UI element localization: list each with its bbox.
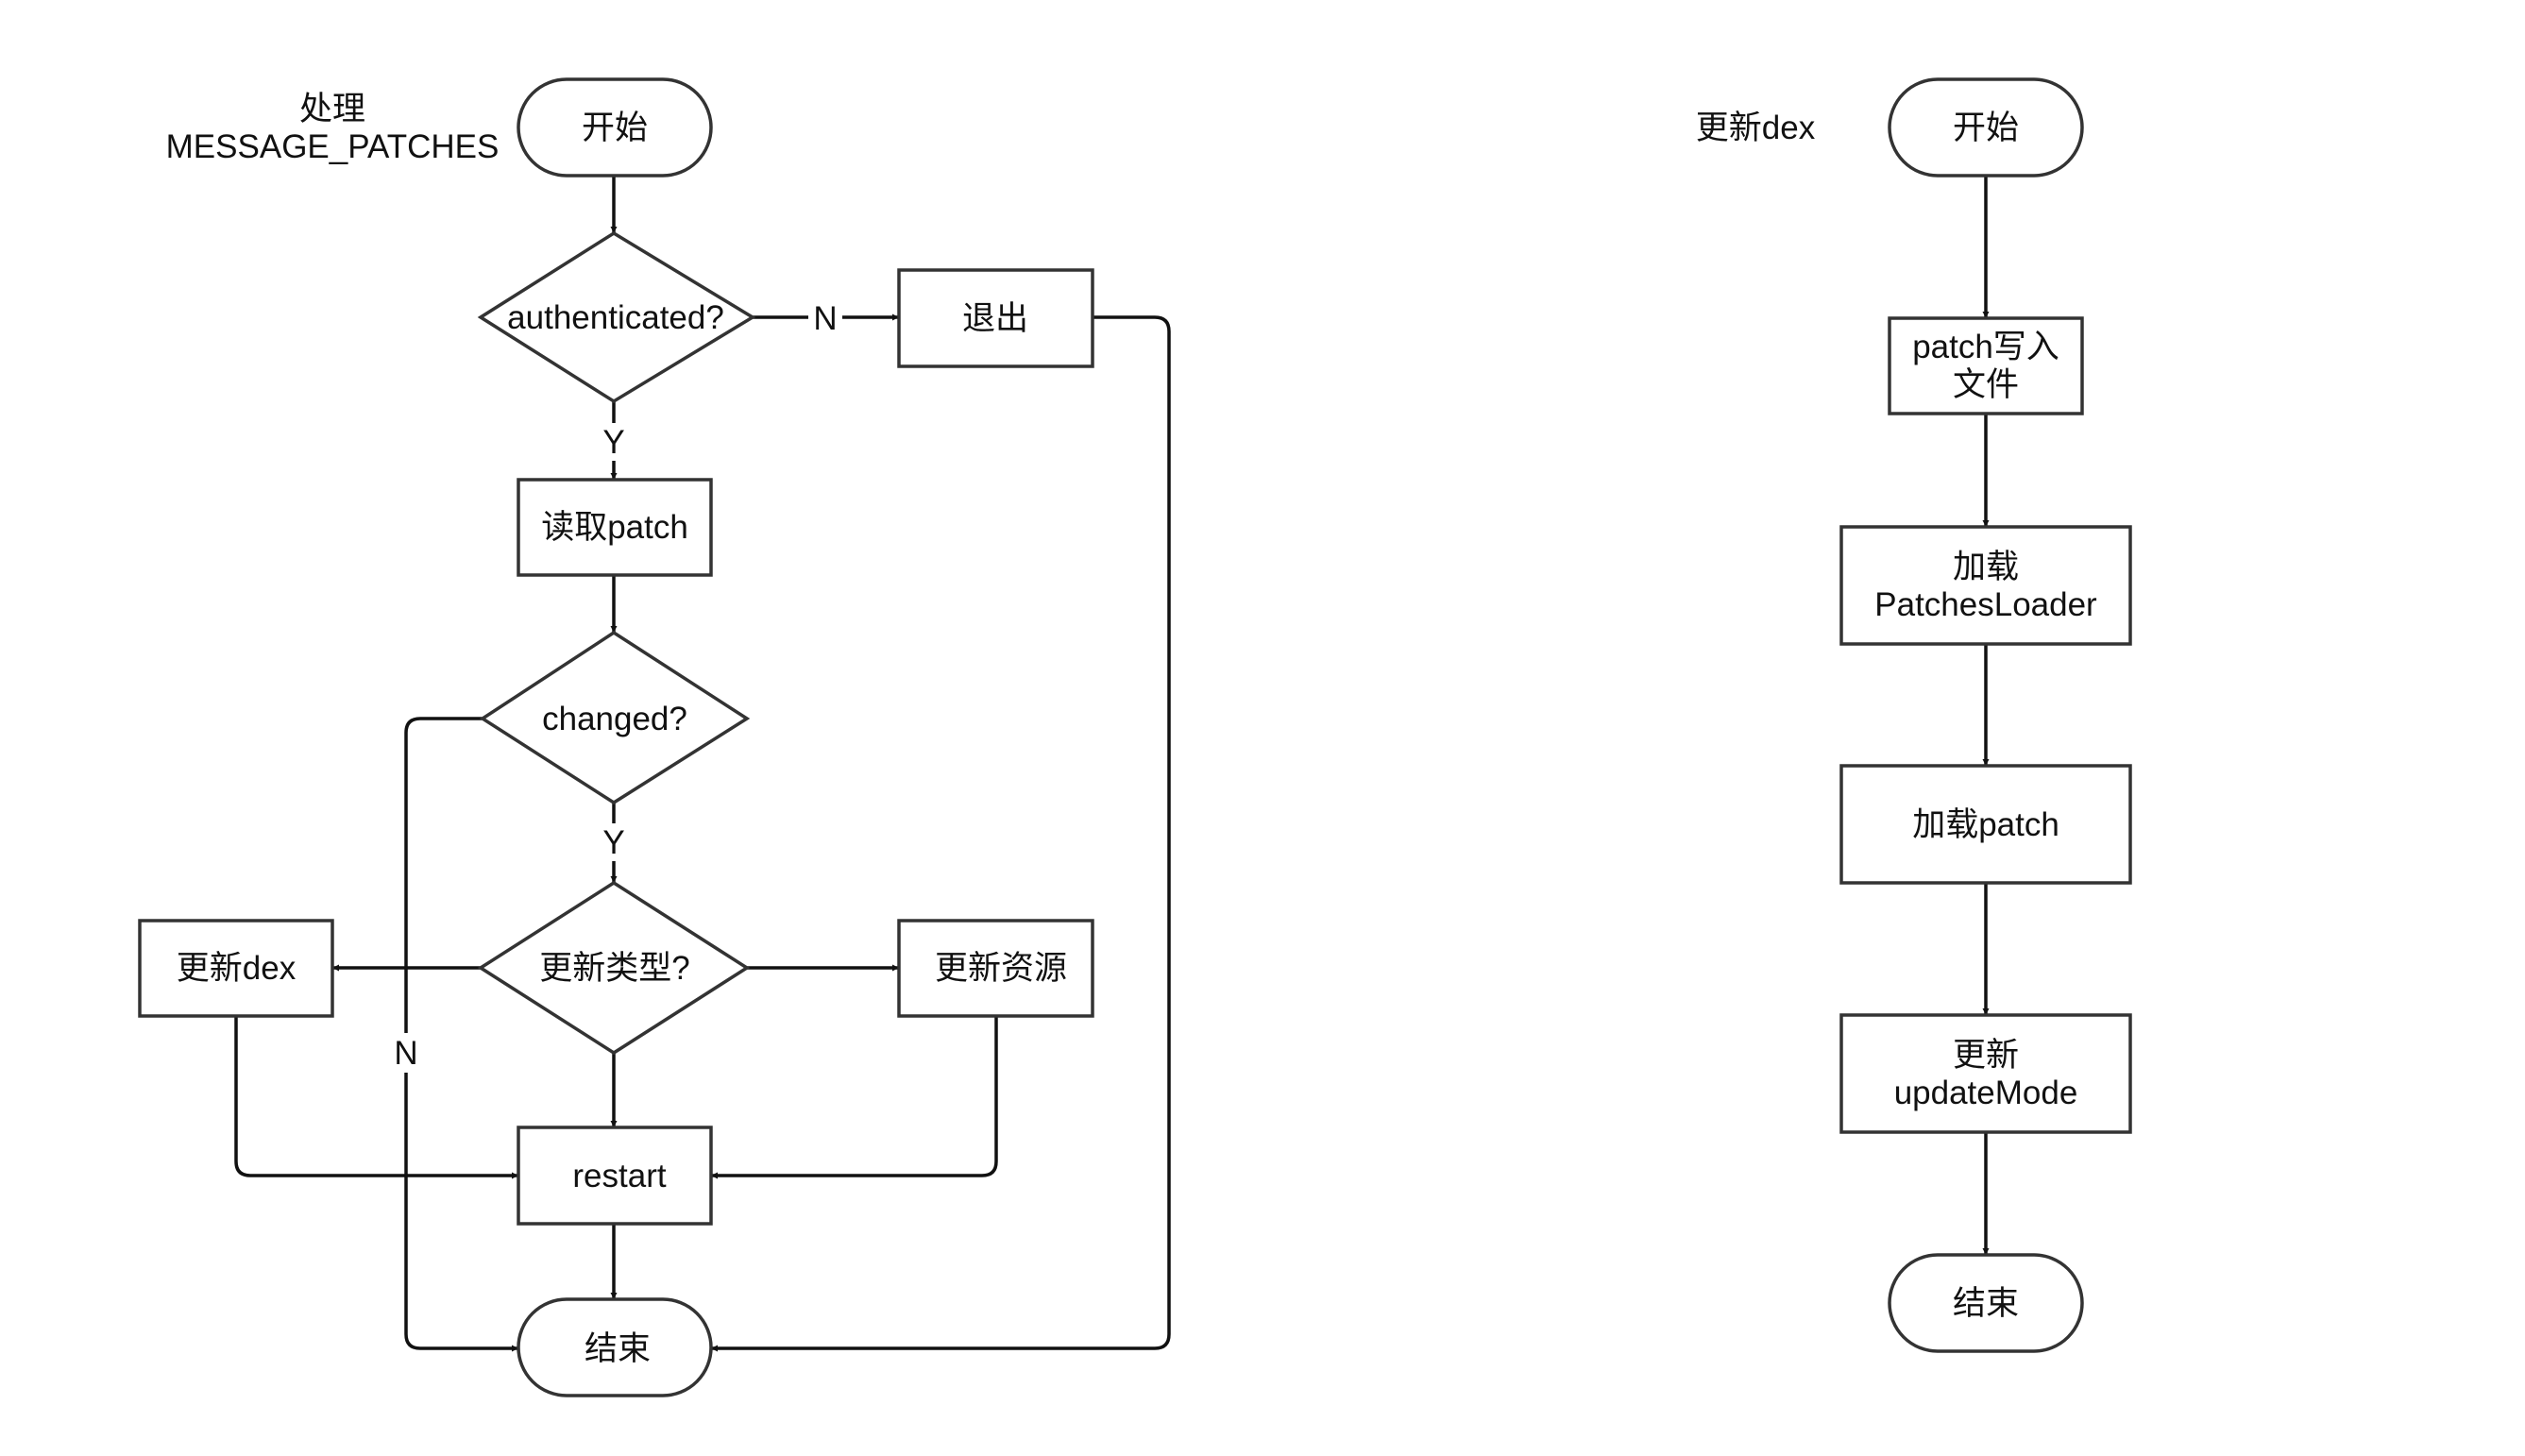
- edge-dex-to-restart: [234, 1016, 518, 1179]
- right-flow-title: 更新dex: [1696, 110, 1816, 146]
- edge-res-to-restart: [711, 1016, 998, 1179]
- right-node-load-patch: 加载patch: [1839, 764, 2132, 885]
- edge-label-auth-no-bg: [808, 298, 842, 338]
- edge-label-changed-yes: Y: [602, 824, 624, 861]
- node-end: 结束: [517, 1297, 713, 1397]
- svg-text:开始: 开始: [1953, 110, 2019, 146]
- svg-text:patch写入文件: patch写入文件: [1912, 329, 2059, 403]
- svg-text:更新资源: 更新资源: [935, 950, 1067, 987]
- edge-label-changed-no-bg: [389, 1033, 423, 1073]
- svg-text:加载patch: 加载patch: [1912, 806, 2059, 843]
- svg-text:结束: 结束: [585, 1330, 651, 1367]
- right-node-write-file: patch写入文件: [1888, 316, 2084, 415]
- svg-text:authenticated?: authenticated?: [507, 299, 724, 336]
- node-update-resources: 更新资源: [897, 919, 1094, 1018]
- svg-text:结束: 结束: [1953, 1285, 2019, 1322]
- edge-label-auth-yes: Y: [602, 424, 624, 461]
- edge-label-auth-no: N: [813, 300, 837, 337]
- edge-label-changed-yes-bg: [599, 823, 629, 861]
- node-changed: changed?: [479, 630, 751, 805]
- node-read-patch: 读取patch: [517, 478, 713, 577]
- svg-text:开始: 开始: [582, 110, 648, 146]
- node-update-dex: 更新dex: [138, 919, 334, 1018]
- node-exit: 退出: [897, 268, 1094, 368]
- svg-text:restart: restart: [572, 1158, 666, 1194]
- node-restart: restart: [517, 1126, 713, 1226]
- svg-text:退出: 退出: [962, 300, 1028, 337]
- svg-text:更新类型?: 更新类型?: [539, 950, 689, 987]
- node-start: 开始: [517, 77, 713, 178]
- edge-label-changed-no: N: [394, 1035, 417, 1072]
- svg-text:更新dex: 更新dex: [177, 950, 297, 987]
- edge-label-auth-yes-bg: [599, 423, 629, 461]
- svg-text:changed?: changed?: [542, 701, 687, 737]
- right-node-start: 开始: [1888, 77, 2084, 178]
- right-node-end: 结束: [1888, 1253, 2084, 1353]
- node-authenticated: authenticated?: [477, 230, 756, 404]
- node-update-type: 更新类型?: [477, 880, 751, 1056]
- svg-text:读取patch: 读取patch: [541, 509, 688, 546]
- edge-exit-to-end: [711, 315, 1171, 1352]
